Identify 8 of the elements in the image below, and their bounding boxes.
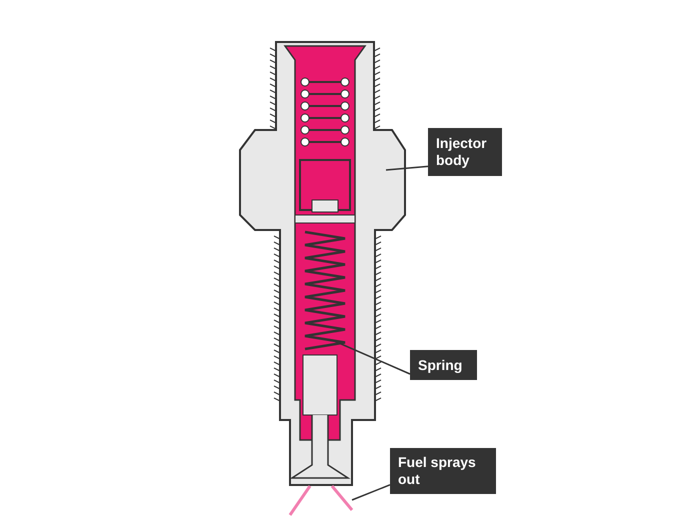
leader-line (386, 166, 428, 171)
callout-label: Injector body (428, 128, 502, 176)
spring-drawing (304, 230, 346, 350)
leader-line (332, 339, 410, 375)
callout-label: Spring (410, 350, 477, 380)
callout-label: Fuel sprays out (390, 448, 496, 494)
fuel-spray-drawing (288, 485, 354, 516)
leader-line (352, 484, 390, 501)
